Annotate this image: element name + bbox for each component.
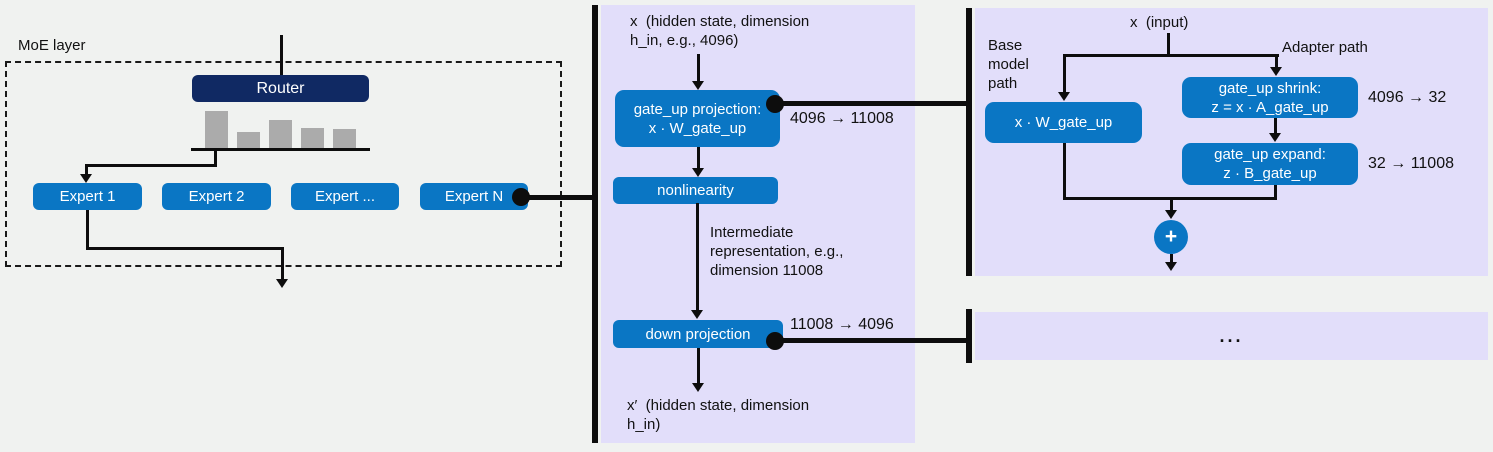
shrink-expand-line	[1274, 118, 1277, 134]
expert1-out-h	[86, 247, 284, 250]
expert-n-box: Expert N	[420, 183, 528, 210]
shrink-expand-arrowhead	[1269, 133, 1281, 142]
shrink-dims-label: 4096 → 32	[1368, 89, 1447, 106]
lora-panel-bracket	[966, 8, 972, 276]
gate-up-projection-box: gate_up projection: x · W_gate_up	[615, 90, 780, 147]
gate-up-shrink-box: gate_up shrink: z = x · A_gate_up	[1182, 77, 1358, 118]
sum-node: +	[1154, 220, 1188, 254]
down-proj-connector-dot	[766, 332, 784, 350]
route-arrowhead	[80, 174, 92, 183]
merge-arrowhead	[1165, 210, 1177, 219]
intermediate-label: Intermediate representation, e.g., dimen…	[710, 224, 844, 279]
expert-input-label: x (hidden state, dimension h_in, e.g., 4…	[630, 13, 810, 49]
expert1-out-arrowhead	[276, 279, 288, 288]
lora-input-label: x (input)	[1130, 14, 1189, 31]
nonlinearity-box: nonlinearity	[613, 177, 778, 204]
sum-out-line	[1170, 254, 1173, 263]
adapter-path-label: Adapter path	[1282, 39, 1368, 56]
base-branch-line	[1063, 54, 1066, 93]
expert-ellipsis-box: Expert ...	[291, 183, 399, 210]
router-weight-bar	[237, 132, 260, 149]
expert-output-label: x′ (hidden state, dimension h_in)	[627, 397, 810, 433]
expert1-out-v1	[86, 210, 89, 250]
gate-up-expand-box: gate_up expand: z · B_gate_up	[1182, 143, 1358, 185]
more-adapters-panel: ...	[975, 312, 1488, 360]
router-weight-bar	[269, 120, 292, 149]
mid-arrow1-head	[692, 81, 704, 90]
route-line-v1	[214, 151, 217, 166]
mid-arrow1-line	[697, 54, 700, 82]
expert-detail-bracket	[592, 5, 598, 443]
base-model-path-label: Base model path	[988, 37, 1029, 92]
expert-detail-panel	[601, 5, 915, 443]
more-panel-bracket	[966, 309, 972, 363]
base-branch-line2	[1063, 143, 1066, 200]
route-line-v2	[85, 164, 88, 175]
router-weights	[205, 111, 356, 149]
mid-arrow2-line	[697, 147, 700, 170]
mid-arrow4-head	[692, 383, 704, 392]
adapter-branch-line	[1275, 54, 1278, 68]
merge-down-line	[1170, 197, 1173, 211]
adapter-branch-arrowhead	[1270, 67, 1282, 76]
mid-line3	[696, 203, 699, 311]
gate-up-connector-dot	[766, 95, 784, 113]
mid-arrow2-head	[692, 168, 704, 177]
router-weights-axis	[191, 148, 370, 151]
adapter-branch-line2	[1274, 185, 1277, 200]
moe-layer-label: MoE layer	[18, 37, 86, 54]
expertN-connector	[521, 195, 593, 200]
router-input-line	[280, 35, 283, 75]
sum-out-arrowhead	[1165, 262, 1177, 271]
mid-arrow4-line	[697, 348, 700, 384]
router-weight-bar	[333, 129, 356, 149]
expert1-out-v2	[281, 247, 284, 280]
expand-dims-label: 32 → 11008	[1368, 155, 1454, 172]
down-proj-dims-label: 11008 → 4096	[790, 316, 894, 333]
route-line-h	[85, 164, 217, 167]
lora-input-stub	[1167, 33, 1170, 56]
down-proj-connector	[774, 338, 966, 343]
router-box: Router	[192, 75, 369, 102]
gate-up-dims-label: 4096 → 11008	[790, 110, 894, 127]
base-weight-box: x · W_gate_up	[985, 102, 1142, 143]
router-weight-bar	[301, 128, 324, 149]
lora-split-line	[1063, 54, 1279, 57]
router-weight-bar	[205, 111, 228, 149]
expert-2-box: Expert 2	[162, 183, 271, 210]
expert-1-box: Expert 1	[33, 183, 142, 210]
gate-up-connector	[774, 101, 966, 106]
base-branch-arrowhead	[1058, 92, 1070, 101]
expertN-connector-dot	[512, 188, 530, 206]
mid-arrow3-head	[691, 310, 703, 319]
down-projection-box: down projection	[613, 320, 783, 348]
